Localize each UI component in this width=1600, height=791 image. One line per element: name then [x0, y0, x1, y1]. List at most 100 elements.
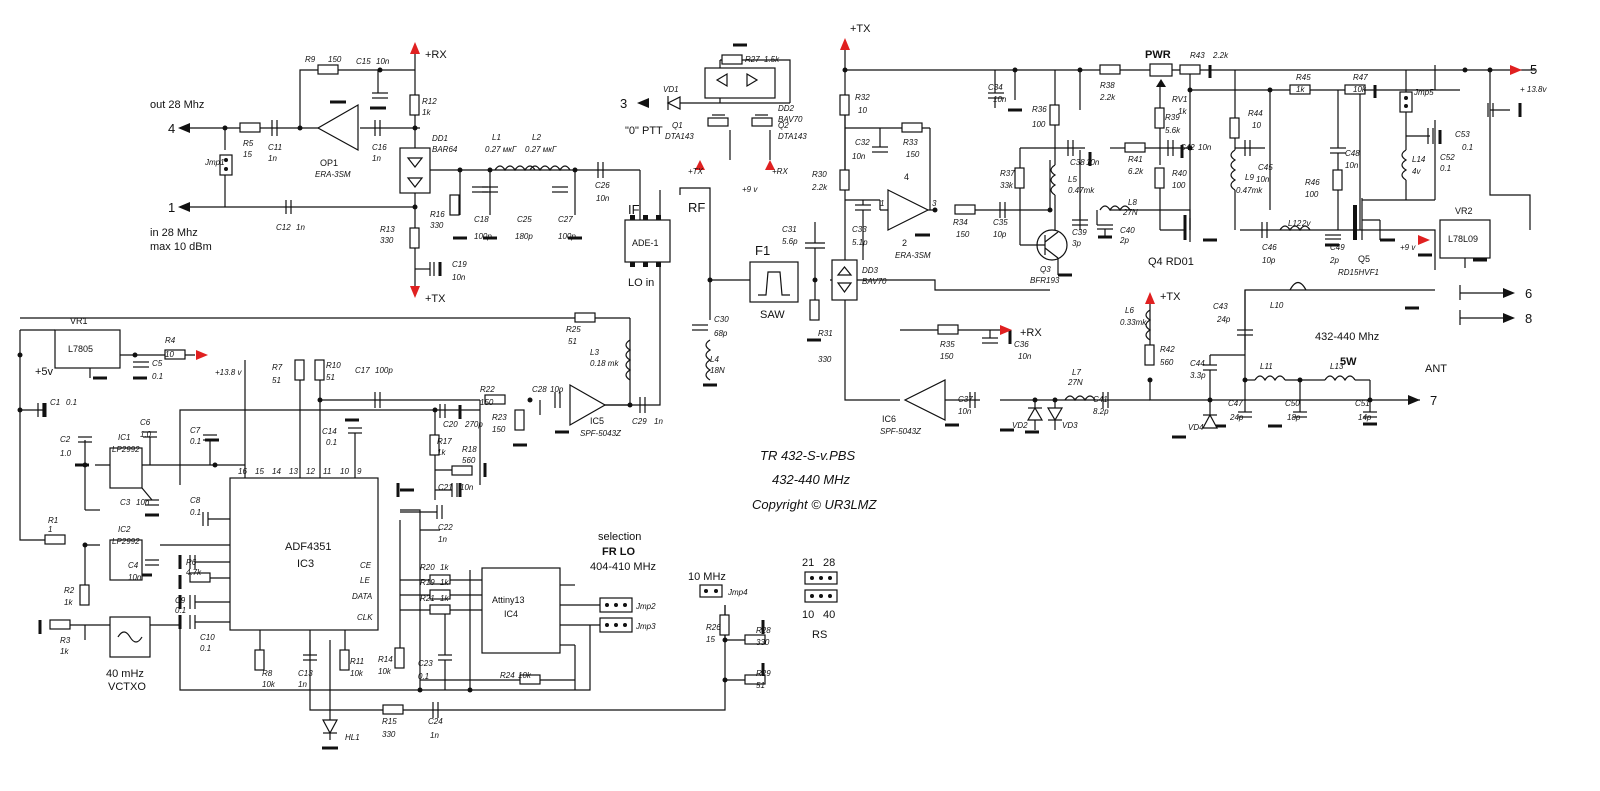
- port-3-number: 3: [620, 96, 627, 111]
- q2-type: DTA143: [778, 132, 807, 141]
- r15-value-label: 330: [382, 730, 396, 739]
- amplifier-op2: [887, 189, 930, 231]
- r32-value-label: 10: [858, 106, 867, 115]
- resistor-r12: [409, 94, 420, 116]
- vd3-ref: VD3: [1062, 421, 1078, 430]
- ptt-tx-label: +TX: [688, 167, 704, 176]
- r47-ref-label: R47: [1353, 73, 1368, 82]
- dd2-type: BAV70: [778, 115, 803, 124]
- l9-ref-label: L9: [1245, 173, 1254, 182]
- c4-value-label: 10n: [128, 573, 142, 582]
- op1-ref: OP1: [320, 158, 338, 168]
- mixer-name: ADE-1: [632, 238, 659, 248]
- vd1-ref: VD1: [663, 85, 679, 94]
- c30-value-label: 68p: [714, 329, 728, 338]
- regulator-vr2: [1439, 219, 1491, 259]
- port-1-label: in 28 Mhz: [150, 227, 198, 239]
- c28-ref-label: C28: [532, 385, 547, 394]
- c48-ref-label: C48: [1345, 149, 1360, 158]
- f1-label: F1: [755, 243, 770, 258]
- dd3-ref: DD3: [862, 266, 879, 275]
- rs-label: RS: [812, 629, 827, 641]
- jumper-jmp1: [219, 154, 233, 176]
- selection-label: selection: [598, 531, 641, 543]
- r6-ref-label: R6: [186, 558, 197, 567]
- c24-ref-label: C24: [428, 717, 443, 726]
- c17-ref-label: C17: [355, 366, 370, 375]
- r16-value-label: 330: [430, 221, 444, 230]
- port-7-number: 7: [1430, 393, 1437, 408]
- port-4-number: 4: [168, 121, 175, 136]
- ptt-rx-label: +RX: [772, 167, 788, 176]
- c2-ref-label: C2: [60, 435, 71, 444]
- c22-value-label: 1n: [438, 535, 447, 544]
- c51-ref-label: C51: [1355, 399, 1370, 408]
- resistor-r15: [382, 704, 404, 715]
- resistor-r44: [1229, 117, 1240, 139]
- resistor-r43: [1179, 64, 1201, 75]
- c5-value-label: 0.1: [152, 372, 163, 381]
- r22-value-label: 150: [480, 398, 494, 407]
- l7-ref-label: L7: [1072, 368, 1081, 377]
- r17-value-label: 1k: [437, 448, 446, 457]
- r13-value-label: 330: [380, 236, 394, 245]
- c38-ref-label: C38: [1070, 158, 1085, 167]
- r7-value-label: 51: [272, 376, 281, 385]
- rx-arrow-icon: [410, 42, 420, 54]
- r6-value-label: 4.7k: [186, 568, 202, 577]
- r27-ref-label: R27: [745, 55, 760, 64]
- jumper-jmp4: [699, 584, 723, 598]
- rs-top-21: 21: [802, 557, 814, 569]
- adf4351-ref: IC3: [297, 558, 314, 570]
- sine-wave-icon: [117, 631, 143, 643]
- r2-ref-label: R2: [64, 586, 75, 595]
- c3-ref-label: C3: [120, 498, 131, 507]
- resistor-r38: [1099, 64, 1121, 75]
- resistor-r35: [937, 324, 959, 335]
- c5-ref-label: C5: [152, 359, 163, 368]
- c9-value-label: 0.1: [175, 606, 186, 615]
- q3-type: BFR193: [1030, 276, 1060, 285]
- q1-type: DTA143: [665, 132, 694, 141]
- c18-ref-label: C18: [474, 215, 489, 224]
- resistor-r31: [809, 299, 820, 321]
- adf-pin-number: 10: [340, 467, 349, 476]
- l13-ref-label: L13: [1330, 362, 1344, 371]
- r46-ref-label: R46: [1305, 178, 1320, 187]
- adf-pin-number: 11: [323, 467, 331, 476]
- c40-value-label: 2p: [1119, 236, 1129, 245]
- c42-ref-label: C42: [1180, 143, 1195, 152]
- vd2-ref: VD2: [1012, 421, 1028, 430]
- c42-value-label: 10n: [1198, 143, 1212, 152]
- r33-ref-label: R33: [903, 138, 918, 147]
- c36-value-label: 10n: [1018, 352, 1032, 361]
- c27-ref-label: C27: [558, 215, 573, 224]
- c16-ref-label: C16: [372, 143, 387, 152]
- rail-138-label: +13.8 v: [215, 368, 242, 377]
- resistor-r33: [901, 122, 923, 133]
- r45-value-label: 1k: [1296, 85, 1305, 94]
- l1-ref-label: L1: [492, 133, 501, 142]
- l2-ref-label: L2: [532, 133, 541, 142]
- l6-ref-label: L6: [1125, 306, 1134, 315]
- resistor-r46: [1332, 169, 1343, 191]
- c40-ref-label: C40: [1120, 226, 1135, 235]
- r35-ref-label: R35: [940, 340, 955, 349]
- l2-value-label: 0.27 мкГ: [525, 145, 557, 154]
- adf-pin-number: 13: [289, 467, 298, 476]
- inductor-l8: [1099, 205, 1131, 212]
- rx-arrow-icon: [765, 160, 775, 170]
- op2-type: ERA-3SM: [895, 251, 931, 260]
- r46-value-label: 100: [1305, 190, 1319, 199]
- rv1-value-label: 1k: [1178, 107, 1187, 116]
- r4-ref-label: R4: [165, 336, 176, 345]
- inductor-l1: [494, 165, 536, 172]
- pll-adf4351: [229, 477, 379, 631]
- l8-value-label: 27N: [1122, 208, 1138, 217]
- r14-value-label: 10k: [378, 667, 392, 676]
- r39-value-label: 5.6k: [1165, 126, 1181, 135]
- port-8-number: 8: [1525, 311, 1532, 326]
- l7-value-label: 27N: [1067, 378, 1083, 387]
- arrow-right-icon: [1000, 325, 1012, 335]
